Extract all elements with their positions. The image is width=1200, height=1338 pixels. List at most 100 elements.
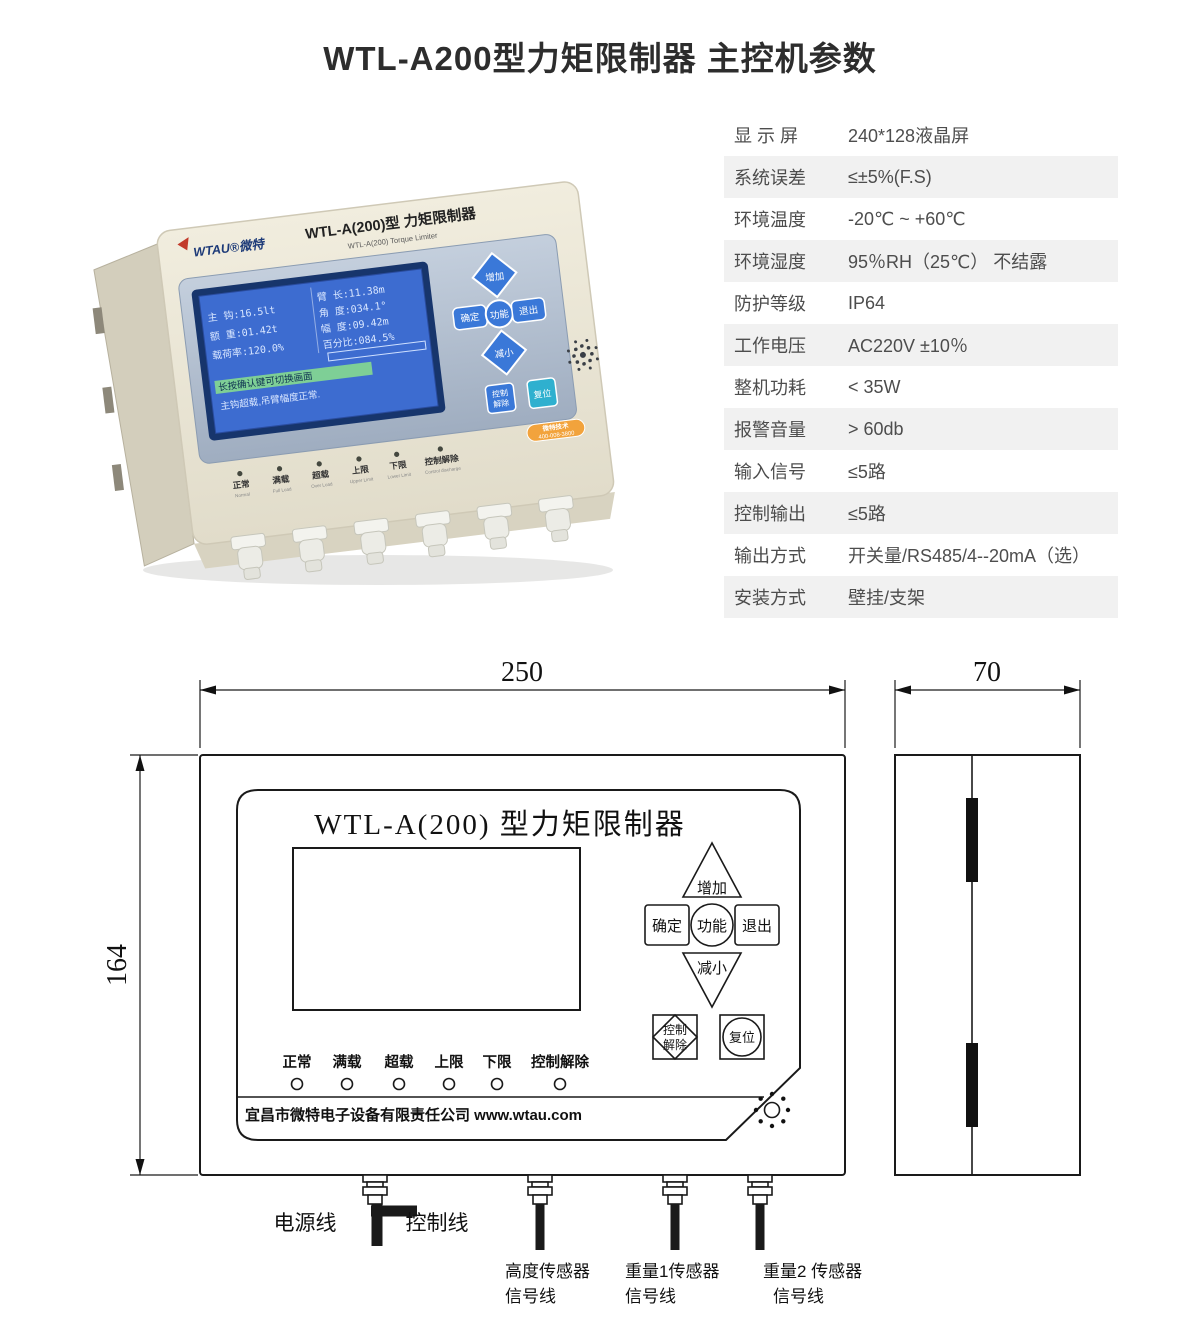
cable-gland bbox=[538, 495, 574, 543]
spec-value: > 60db bbox=[848, 418, 904, 439]
function-button bbox=[690, 903, 734, 947]
device-side-panel bbox=[93, 243, 195, 567]
drawing-keypad: 增加 确定 功能 退出 减小 bbox=[644, 841, 780, 1009]
keypad: 增加 确定 功能 退出 减小 bbox=[452, 251, 547, 376]
spec-label: 报警音量 bbox=[734, 420, 806, 440]
speaker-icon bbox=[566, 338, 599, 371]
cable-glands bbox=[230, 495, 574, 580]
spec-row: 报警音量 > 60db bbox=[724, 408, 1118, 450]
svg-text:控制解除: 控制解除 bbox=[424, 453, 459, 467]
spec-label: 安装方式 bbox=[734, 588, 806, 608]
spec-row: 输出方式开关量/RS485/4--20mA（选） bbox=[724, 534, 1118, 576]
spec-value: -20℃ ~ +60℃ bbox=[848, 208, 966, 229]
svg-text:减小: 减小 bbox=[494, 346, 515, 360]
spec-table: 显 示 屏 240*128液晶屏 系统误差≤±5%(F.S) 环境温度 -20℃ ~… bbox=[724, 114, 1118, 618]
increase-button bbox=[471, 251, 518, 299]
drawing-reset-button: 复位 bbox=[719, 1014, 765, 1060]
spec-label: 整机功耗 bbox=[734, 378, 806, 398]
spec-row: 显 示 屏 240*128液晶屏 bbox=[724, 114, 1118, 156]
drawing-indicators: 正常 满载 超载 上限 下限 控制解除 bbox=[283, 1053, 589, 1091]
spec-label: 控制输出 bbox=[734, 504, 806, 524]
svg-text:上限: 上限 bbox=[435, 1054, 464, 1071]
svg-text:下限: 下限 bbox=[483, 1054, 512, 1071]
dimension-height: 164 bbox=[102, 754, 198, 1176]
spec-value: ≤5路 bbox=[848, 462, 886, 482]
svg-text:Lower Limit: Lower Limit bbox=[387, 472, 412, 480]
spec-row: 系统误差≤±5%(F.S) bbox=[724, 156, 1118, 198]
drawing-cable-glands bbox=[362, 1174, 773, 1250]
gland bbox=[362, 1174, 388, 1205]
side-hinge bbox=[966, 1043, 978, 1127]
svg-text:正常: 正常 bbox=[283, 1053, 312, 1071]
svg-text:Control discharge: Control discharge bbox=[425, 466, 462, 475]
spec-value: 95％RH（25℃） 不结露 bbox=[848, 252, 1048, 272]
svg-text:确定: 确定 bbox=[460, 311, 481, 325]
drawing-panel-title: WTL-A(200) 型力矩限制器 bbox=[314, 808, 685, 841]
cable-labels: 电源线 控制线 高度传感器 信号线 重量1传感器 信号线 重量2 传感器 信号线 bbox=[274, 1212, 863, 1306]
spec-row: 环境湿度 95％RH（25℃） 不结露 bbox=[724, 240, 1118, 282]
drawing-lcd bbox=[292, 847, 581, 1011]
cable-gland bbox=[230, 532, 267, 580]
weight1-sensor-label: 重量1传感器 bbox=[625, 1262, 719, 1281]
product-photo: WTAU®微特 WTL-A(200)型 力矩限制器 WTL-A(200) Tor… bbox=[92, 181, 615, 585]
dimension-side-width: 70 bbox=[894, 657, 1081, 748]
drawing-speaker-icon bbox=[753, 1091, 791, 1129]
svg-text:确定: 确定 bbox=[652, 918, 682, 935]
spec-label: 工作电压 bbox=[734, 336, 806, 356]
spec-value: < 35W bbox=[848, 376, 901, 397]
lcd-screen bbox=[198, 268, 439, 434]
hinge bbox=[92, 307, 105, 335]
svg-text:Normal: Normal bbox=[235, 492, 250, 499]
spec-value: 开关量/RS485/4--20mA（选） bbox=[848, 546, 1091, 566]
spec-label: 环境温度 bbox=[734, 210, 806, 230]
svg-text:超载: 超载 bbox=[311, 469, 331, 481]
side-outline bbox=[894, 754, 1081, 1176]
spec-label: 防护等级 bbox=[734, 294, 806, 314]
exit-button bbox=[734, 904, 780, 946]
svg-text:减小: 减小 bbox=[697, 960, 727, 977]
svg-text:超载: 超载 bbox=[384, 1053, 414, 1071]
decrease-button bbox=[681, 952, 743, 1009]
svg-text:Over Load: Over Load bbox=[311, 481, 333, 489]
page-title: WTL-A200型力矩限制器 主控机参数 bbox=[323, 40, 877, 77]
spec-row: 整机功耗 < 35W bbox=[724, 366, 1118, 408]
svg-text:退出: 退出 bbox=[742, 918, 772, 935]
height-sensor-label-2: 信号线 bbox=[505, 1287, 556, 1306]
lcd-progress-bar bbox=[327, 340, 427, 362]
svg-text:解除: 解除 bbox=[493, 397, 510, 409]
spec-label: 系统误差 bbox=[734, 168, 806, 188]
gland bbox=[747, 1174, 773, 1205]
svg-text:控制: 控制 bbox=[491, 387, 508, 399]
svg-text:正常: 正常 bbox=[232, 479, 250, 491]
svg-text:上限: 上限 bbox=[351, 464, 370, 476]
spec-label: 环境湿度 bbox=[734, 252, 806, 272]
front-panel-outline bbox=[236, 789, 801, 1141]
dim-height-label: 164 bbox=[102, 944, 133, 986]
dim-width-label: 250 bbox=[501, 657, 543, 688]
side-hinge bbox=[966, 798, 978, 882]
cable-gland bbox=[476, 502, 513, 550]
spec-value: 240*128液晶屏 bbox=[848, 126, 970, 146]
spec-label: 显 示 屏 bbox=[734, 126, 799, 146]
svg-text:400-008-3800: 400-008-3800 bbox=[538, 431, 575, 441]
svg-text:退出: 退出 bbox=[518, 304, 538, 318]
side-view bbox=[894, 754, 1081, 1176]
service-badge: 微特技术 400-008-3800 bbox=[526, 418, 586, 442]
company-text: 宜昌市微特电子设备有限责任公司 www.wtau.com bbox=[245, 1106, 582, 1124]
svg-text:增加: 增加 bbox=[697, 880, 727, 897]
svg-text:复位: 复位 bbox=[533, 387, 552, 400]
cable-gland bbox=[353, 517, 390, 565]
svg-text:下限: 下限 bbox=[389, 459, 408, 471]
spec-value: ≤5路 bbox=[848, 504, 886, 524]
control-cable-label: 控制线 bbox=[406, 1212, 469, 1235]
weight2-sensor-label: 重量2 传感器 bbox=[763, 1262, 862, 1281]
cable-gland bbox=[414, 510, 451, 558]
hinge bbox=[111, 464, 124, 491]
enclosure-outline bbox=[199, 754, 846, 1176]
reset-button: 复位 bbox=[526, 377, 559, 410]
svg-text:增加: 增加 bbox=[485, 270, 505, 284]
spec-row: 输入信号≤5路 bbox=[724, 450, 1118, 492]
